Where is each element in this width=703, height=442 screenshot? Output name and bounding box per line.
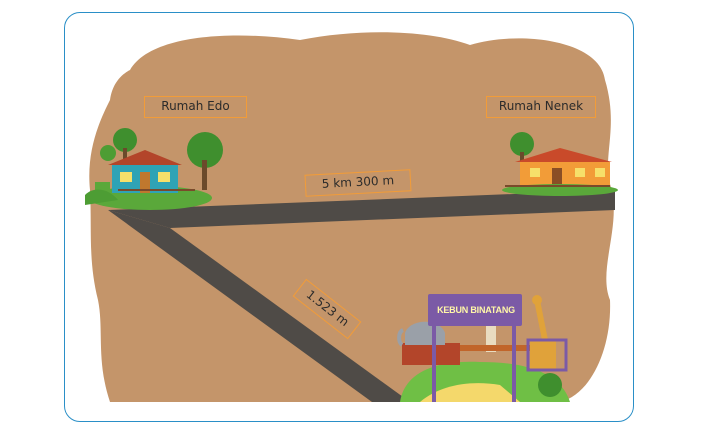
- main-road: [108, 190, 615, 228]
- branch-road: [108, 210, 410, 402]
- edo-house-label: Rumah Edo: [144, 96, 247, 118]
- zoo-sign-text: KEBUN BINATANG: [437, 305, 515, 315]
- giraffe: [530, 295, 556, 370]
- grandma-house-label: Rumah Nenek: [486, 96, 596, 118]
- zoo: [397, 294, 570, 402]
- zoo-sign-board: [428, 294, 522, 326]
- edo-house: [85, 128, 223, 210]
- grandma-house: [502, 132, 618, 196]
